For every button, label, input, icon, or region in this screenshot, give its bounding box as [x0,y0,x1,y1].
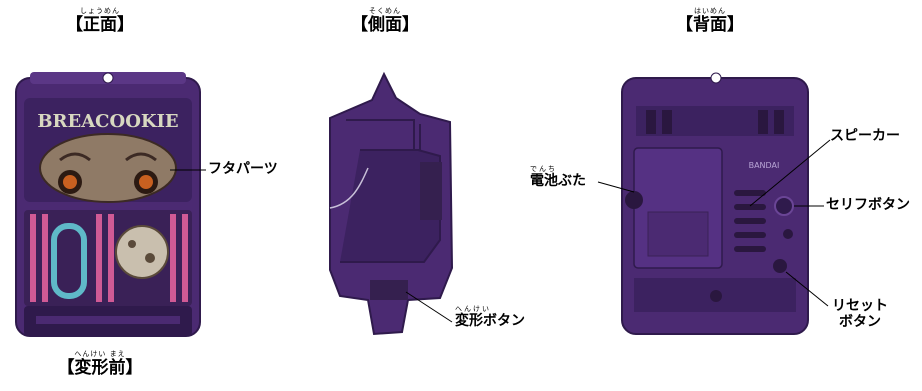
reset-button-label: リセット ボタン [832,298,888,330]
before-heading: へんけい まえ 【変形前】 [40,351,160,377]
back-heading-ruby: はいめん [694,7,726,15]
battery-cover-text: 電池ぶた [530,173,586,190]
reset-button-line2: ボタン [839,314,881,331]
transform-button-label: へんけい 変形ボタン [455,305,525,329]
front-stripes [30,214,188,302]
dialogue-button-label: セリフボタン [826,197,910,213]
front-heading-text: 【正面】 [66,15,134,35]
back-device: BANDAI [621,72,809,335]
speaker-label: スピーカー [830,128,900,144]
before-heading-ruby: へんけい まえ [74,350,126,358]
lid-parts-label: フタパーツ [208,161,278,177]
front-heading-ruby: しょうめん [80,7,120,15]
back-heading-text: 【背面】 [676,15,744,35]
reset-button-line1: リセット [832,298,888,314]
battery-cover-ruby: でんち [530,165,557,173]
side-heading-ruby: そくめん [369,7,401,15]
side-heading-text: 【側面】 [351,15,419,35]
front-device: BREACOOKIE [15,72,201,337]
back-heading: はいめん 【背面】 [665,8,755,34]
side-heading: そくめん 【側面】 [340,8,430,34]
battery-cover-label: でんち 電池ぶた [530,165,586,189]
side-device [329,71,454,336]
front-logo: BREACOOKIE [37,111,178,132]
back-label: BANDAI [749,161,780,170]
before-heading-text: 【変形前】 [57,358,143,378]
transform-button-ruby: へんけい [455,305,491,313]
transform-button-text: 変形ボタン [455,313,525,330]
front-heading: しょうめん 【正面】 [55,8,145,34]
